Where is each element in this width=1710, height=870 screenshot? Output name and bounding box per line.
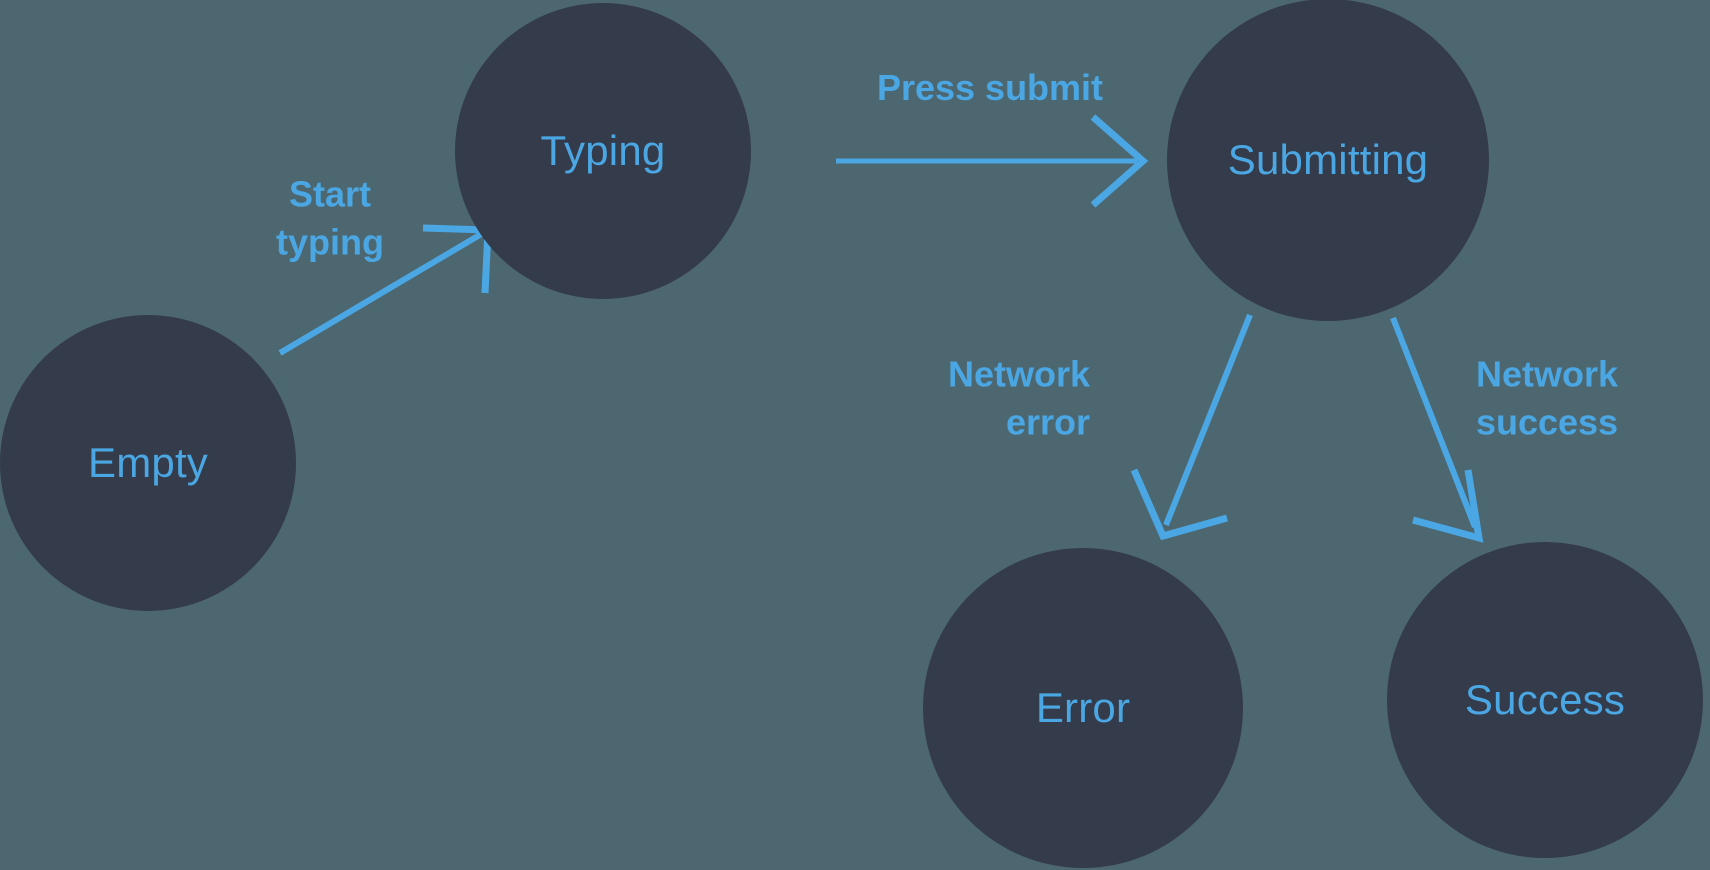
state-node-submitting-label: Submitting xyxy=(1227,136,1429,183)
transition-label-press-submit: Press submit xyxy=(876,67,1104,109)
state-node-empty[interactable]: Empty xyxy=(0,315,296,611)
state-node-typing[interactable]: Typing xyxy=(455,3,751,299)
state-node-submitting[interactable]: Submitting xyxy=(1167,0,1489,321)
arrow-network-error xyxy=(1130,313,1253,541)
transition-label-network-error: Network error xyxy=(947,353,1090,442)
state-node-error-label: Error xyxy=(1035,684,1131,731)
state-node-success-label: Success xyxy=(1464,676,1626,723)
state-node-empty-label: Empty xyxy=(87,439,209,486)
arrow-press-submit xyxy=(836,114,1149,208)
state-node-typing-label: Typing xyxy=(540,127,666,174)
state-node-success[interactable]: Success xyxy=(1387,542,1703,858)
transition-label-network-success: Network success xyxy=(1475,353,1619,442)
transition-label-start-typing: Start typing xyxy=(276,173,384,262)
arrow-network-success xyxy=(1390,316,1484,543)
state-node-error[interactable]: Error xyxy=(923,548,1243,868)
